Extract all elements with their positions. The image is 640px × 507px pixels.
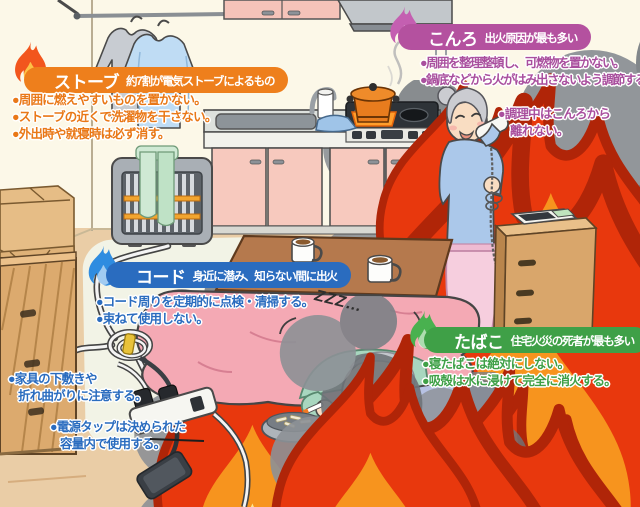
tobacco-bullets: ●寝たばこは絶対にしない。 ●吸殻は水に浸けて完全に消火する。 — [422, 356, 617, 390]
cord-bundle — [107, 329, 153, 361]
wooden-chest — [0, 251, 77, 456]
stove-bullets: ●周囲に燃えやすいものを置かない。 ●ストーブの近くで洗濯物を干さない。 ●外出… — [12, 92, 217, 143]
konro-subtitle: 出火原因が最も多い — [484, 33, 579, 45]
tobacco-bullet: ●寝たばこは絶対にしない。 — [422, 357, 570, 371]
stove-subtitle: 約7割が電気ストーブによるもの — [125, 76, 276, 88]
cord-furniture-note-line: 折れ曲がりに注意する。 — [18, 389, 148, 403]
konro-bullet: ●鍋底などから火がはみ出さないよう調節する。 — [420, 73, 640, 87]
smartphone — [136, 411, 251, 507]
tobacco-title: たばこ — [454, 332, 504, 352]
pot-on-stove — [346, 41, 403, 127]
cord-bullets: ●コード周りを定期的に点検・清掃する。 ●束ねて使用しない。 — [96, 294, 314, 328]
konro-note: ●調理中はこんろから 離れない。 — [498, 106, 611, 140]
konro-note-line: 離れない。 — [510, 124, 569, 138]
cord-title: コード — [136, 267, 186, 287]
stove-section-header: ストーブ 約7割が電気ストーブによるもの — [24, 67, 289, 93]
cord-subtitle: 身近に潜み、知らない間に出火 — [192, 271, 338, 283]
cord-power-tap-note-line: 容量内で使用する。 — [60, 437, 166, 451]
burning-cloth — [315, 78, 640, 406]
cord-power-tap-note: ●電源タップは決められた 容量内で使用する。 — [50, 419, 186, 453]
tobacco-subtitle: 住宅火災の死者が最も多い — [510, 336, 636, 348]
cord-power-tap-note-line: ●電源タップは決められた — [50, 420, 186, 434]
stove-title: ストーブ — [54, 72, 119, 92]
cord-section-header: コード 身近に潜み、知らない間に出火 — [106, 262, 351, 288]
tobacco-section-header: たばこ 住宅火災の死者が最も多い — [424, 327, 640, 353]
cord-bullet: ●束ねて使用しない。 — [96, 312, 209, 326]
konro-bullets: ●周囲を整理整頓し、可燃物を置かない。 ●鍋底などから火がはみ出さないよう調節す… — [420, 55, 640, 89]
cord-furniture-note-line: ●家具の下敷きや — [8, 372, 97, 386]
stove-bullet: ●周囲に燃えやすいものを置かない。 — [12, 93, 207, 107]
electric-heater — [111, 102, 640, 507]
konro-bullet: ●周囲を整理整頓し、可燃物を置かない。 — [420, 56, 626, 70]
cord-furniture-note: ●家具の下敷きや 折れ曲がりに注意する。 — [8, 371, 148, 405]
upper-cabinet — [223, 0, 341, 20]
phone-stand — [493, 208, 598, 340]
stove-bullet: ●外出時や就寝時は必ず消す。 — [12, 127, 170, 141]
konro-note-line: ●調理中はこんろから — [498, 107, 611, 121]
coffee-mug — [367, 254, 402, 283]
power-strip — [117, 340, 560, 507]
cord-bullet: ●コード周りを定期的に点検・清掃する。 — [96, 295, 314, 309]
konro-section-header: こんろ 出火原因が最も多い — [398, 24, 592, 50]
stove-bullet: ●ストーブの近くで洗濯物を干さない。 — [12, 110, 217, 124]
tobacco-bullet: ●吸殻は水に浸けて完全に消火する。 — [422, 374, 617, 388]
konro-title: こんろ — [428, 29, 478, 49]
